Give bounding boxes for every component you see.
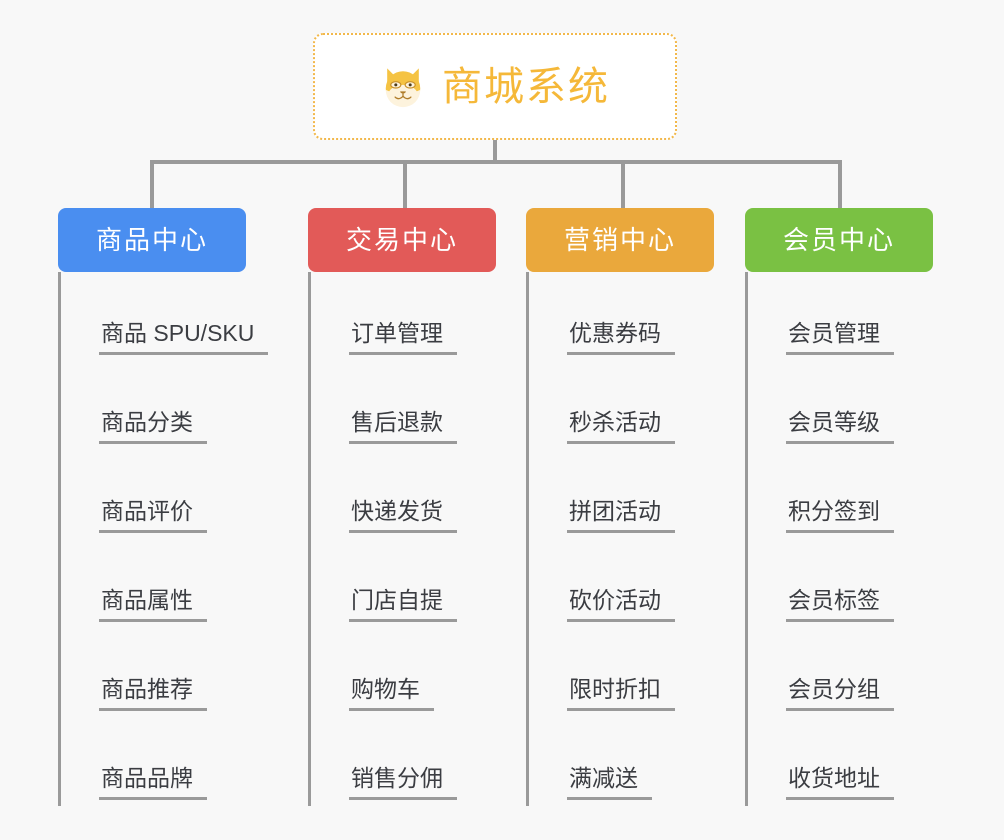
connector-horizontal-bus <box>150 160 842 164</box>
leaf-label: 满减送 <box>567 765 652 800</box>
leaf-item[interactable]: 订单管理 <box>325 272 496 361</box>
leaf-list-marketing-center: 优惠券码 秒杀活动 拼团活动 砍价活动 限时折扣 满减送 <box>526 272 714 806</box>
leaf-label: 销售分佣 <box>349 765 457 800</box>
category-label: 营销中心 <box>563 225 676 255</box>
leaf-label: 会员等级 <box>786 409 894 444</box>
category-label: 交易中心 <box>345 225 458 255</box>
leaf-item[interactable]: 优惠券码 <box>543 272 714 361</box>
connector-drop-member-center <box>838 160 842 210</box>
column-marketing-center: 营销中心 优惠券码 秒杀活动 拼团活动 砍价活动 限时折扣 满减送 <box>526 208 714 806</box>
root-title: 商城系统 <box>442 64 610 109</box>
leaf-label: 砍价活动 <box>567 587 675 622</box>
leaf-label: 售后退款 <box>349 409 457 444</box>
leaf-label: 订单管理 <box>349 320 457 355</box>
category-header-product-center[interactable]: 商品中心 <box>58 208 246 272</box>
connector-drop-product-center <box>150 160 154 210</box>
leaf-item[interactable]: 秒杀活动 <box>543 361 714 450</box>
leaf-label: 会员标签 <box>786 587 894 622</box>
leaf-list-product-center: 商品 SPU/SKU 商品分类 商品评价 商品属性 商品推荐 商品品牌 <box>58 272 269 806</box>
leaf-item[interactable]: 门店自提 <box>325 539 496 628</box>
leaf-item[interactable]: 会员等级 <box>762 361 933 450</box>
leaf-item[interactable]: 商品分类 <box>75 361 246 450</box>
leaf-item[interactable]: 满减送 <box>543 717 714 806</box>
leaf-item[interactable]: 销售分佣 <box>325 717 496 806</box>
leaf-item[interactable]: 限时折扣 <box>543 628 714 717</box>
leaf-list-member-center: 会员管理 会员等级 积分签到 会员标签 会员分组 收货地址 <box>745 272 933 806</box>
leaf-list-trade-center: 订单管理 售后退款 快递发货 门店自提 购物车 销售分佣 <box>308 272 496 806</box>
leaf-label: 商品评价 <box>99 498 207 533</box>
leaf-label: 优惠券码 <box>567 320 675 355</box>
connector-root-stem <box>493 140 497 164</box>
leaf-label: 商品 SPU/SKU <box>99 320 269 355</box>
leaf-item[interactable]: 积分签到 <box>762 450 933 539</box>
leaf-item[interactable]: 售后退款 <box>325 361 496 450</box>
category-header-marketing-center[interactable]: 营销中心 <box>526 208 714 272</box>
leaf-item[interactable]: 快递发货 <box>325 450 496 539</box>
leaf-label: 会员管理 <box>786 320 894 355</box>
leaf-label: 限时折扣 <box>567 676 675 711</box>
leaf-label: 购物车 <box>349 676 434 711</box>
category-label: 商品中心 <box>95 225 208 255</box>
leaf-item[interactable]: 会员管理 <box>762 272 933 361</box>
connector-drop-marketing-center <box>621 160 625 210</box>
leaf-item[interactable]: 商品品牌 <box>75 717 246 806</box>
leaf-item[interactable]: 商品评价 <box>75 450 246 539</box>
column-product-center: 商品中心 商品 SPU/SKU 商品分类 商品评价 商品属性 商品推荐 商品品牌 <box>58 208 269 806</box>
column-trade-center: 交易中心 订单管理 售后退款 快递发货 门店自提 购物车 销售分佣 <box>308 208 496 806</box>
leaf-label: 收货地址 <box>786 765 894 800</box>
leaf-label: 拼团活动 <box>567 498 675 533</box>
leaf-label: 门店自提 <box>349 587 457 622</box>
category-header-trade-center[interactable]: 交易中心 <box>308 208 496 272</box>
leaf-label: 秒杀活动 <box>567 409 675 444</box>
leaf-item[interactable]: 收货地址 <box>762 717 933 806</box>
leaf-label: 商品属性 <box>99 587 207 622</box>
leaf-item[interactable]: 会员分组 <box>762 628 933 717</box>
category-header-member-center[interactable]: 会员中心 <box>745 208 933 272</box>
root-node[interactable]: 商城系统 <box>313 33 677 140</box>
leaf-label: 快递发货 <box>349 498 457 533</box>
category-label: 会员中心 <box>782 225 895 255</box>
column-member-center: 会员中心 会员管理 会员等级 积分签到 会员标签 会员分组 收货地址 <box>745 208 933 806</box>
leaf-item[interactable]: 商品 SPU/SKU <box>75 272 269 361</box>
shiba-dog-face-icon <box>380 64 426 110</box>
leaf-label: 积分签到 <box>786 498 894 533</box>
leaf-item[interactable]: 拼团活动 <box>543 450 714 539</box>
leaf-item[interactable]: 会员标签 <box>762 539 933 628</box>
leaf-item[interactable]: 商品推荐 <box>75 628 246 717</box>
connector-drop-trade-center <box>403 160 407 210</box>
leaf-label: 商品分类 <box>99 409 207 444</box>
leaf-label: 商品品牌 <box>99 765 207 800</box>
leaf-label: 会员分组 <box>786 676 894 711</box>
leaf-item[interactable]: 砍价活动 <box>543 539 714 628</box>
leaf-item[interactable]: 购物车 <box>325 628 496 717</box>
leaf-label: 商品推荐 <box>99 676 207 711</box>
leaf-item[interactable]: 商品属性 <box>75 539 246 628</box>
